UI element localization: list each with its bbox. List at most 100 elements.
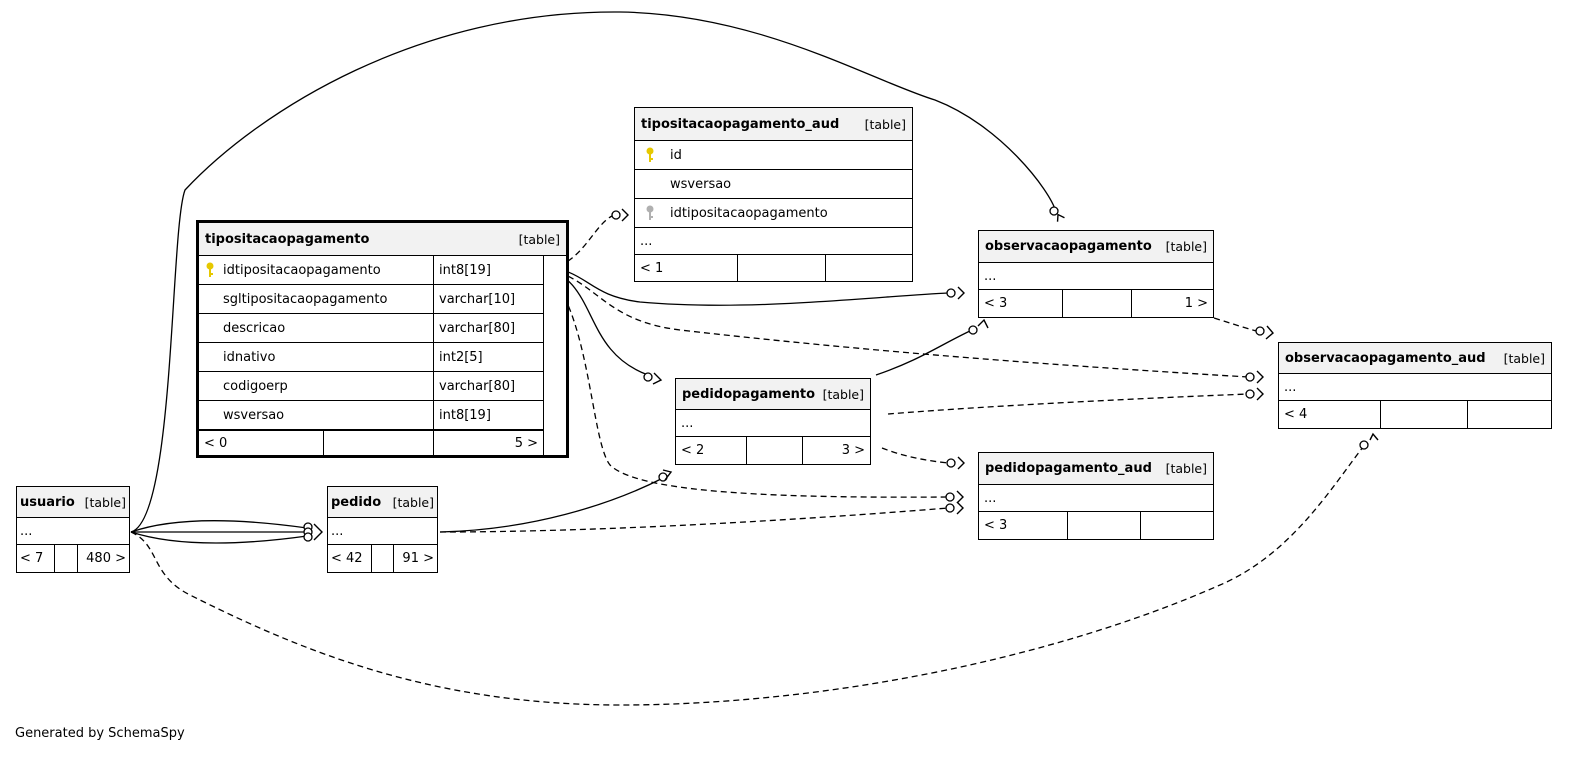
table-name: observacaopagamento_aud <box>1285 350 1486 366</box>
more-columns: ... <box>640 233 653 249</box>
column-row: wsversao int8[19] <box>199 401 543 430</box>
footer-spacer <box>1380 401 1467 428</box>
table-margin <box>543 256 566 455</box>
more-columns: ... <box>984 490 997 506</box>
table-type-label: [table] <box>84 494 126 510</box>
column-type: int2[5] <box>433 343 543 371</box>
table-footer: < 4 <box>1279 401 1551 428</box>
edge-pedidopag-pedidoaud <box>881 447 949 464</box>
parents-count[interactable]: < 3 <box>984 296 1008 311</box>
parents-count[interactable]: < 42 <box>331 551 363 566</box>
table-name: usuario <box>20 494 75 510</box>
edge-tipo-pedidoaud <box>539 265 949 498</box>
table-name: pedidopagamento_aud <box>985 461 1152 476</box>
parents-count[interactable]: < 1 <box>640 260 664 276</box>
more-columns: ... <box>20 523 33 539</box>
table-footer: < 2 3 > <box>676 437 870 464</box>
table-tipositacaopagamento[interactable]: tipositacaopagamento [table] idtipositac… <box>196 220 569 458</box>
more-columns-row: ... <box>635 228 912 255</box>
more-columns-row: ... <box>979 263 1213 290</box>
column-name: descricao <box>223 320 286 336</box>
footer-spacer <box>54 545 77 572</box>
table-type-label: [table] <box>518 231 560 247</box>
more-columns-row: ... <box>676 410 870 437</box>
table-observacaopagamento[interactable]: observacaopagamento [table] ... < 3 1 > <box>978 230 1214 318</box>
edge-pedido-pedidoaud <box>439 507 949 533</box>
table-header: tipositacaopagamento [table] <box>199 223 566 256</box>
edge-tipo-observacaoaud <box>539 265 1249 378</box>
column-row: wsversao <box>635 170 912 199</box>
table-name: tipositacaopagamento <box>205 231 370 247</box>
table-type-label: [table] <box>392 494 434 510</box>
parents-count[interactable]: < 2 <box>681 443 705 458</box>
table-footer: < 3 <box>979 512 1213 539</box>
column-row: sgltipositacaopagamento varchar[10] <box>199 285 543 314</box>
children-count[interactable]: 5 > <box>433 431 543 455</box>
column-name: idtipositacaopagamento <box>670 205 828 221</box>
footer-spacer <box>1062 290 1131 317</box>
primary-key-icon <box>199 256 221 284</box>
table-footer: < 7 480 > <box>17 545 129 572</box>
more-columns-row: ... <box>979 485 1213 512</box>
edge-pedido-pedidopagamento <box>439 477 664 533</box>
table-header: pedido [table] <box>328 487 437 518</box>
footer-spacer <box>323 431 433 455</box>
children-count[interactable] <box>1467 401 1551 428</box>
table-name: pedidopagamento <box>682 386 816 402</box>
children-count[interactable]: 91 > <box>393 545 437 572</box>
footer-spacer <box>737 255 825 281</box>
column-name: wsversao <box>670 176 732 192</box>
edge-pedidopag-observacaoaud <box>887 393 1249 415</box>
table-pedidopagamento[interactable]: pedidopagamento [table] ... < 2 3 > <box>675 378 871 465</box>
primary-key-icon <box>635 141 665 169</box>
more-columns: ... <box>331 523 344 539</box>
column-row: idtipositacaopagamento int8[19] <box>199 256 543 285</box>
parents-count[interactable]: < 3 <box>984 518 1008 533</box>
column-row: descricao varchar[80] <box>199 314 543 343</box>
children-count[interactable]: 3 > <box>802 437 870 464</box>
table-usuario[interactable]: usuario [table] ... < 7 480 > <box>16 486 130 573</box>
table-type-label: [table] <box>822 386 864 402</box>
table-header: observacaopagamento_aud [table] <box>1279 343 1551 374</box>
more-columns: ... <box>681 415 694 431</box>
column-row: idtipositacaopagamento <box>635 199 912 228</box>
column-type: varchar[10] <box>433 285 543 313</box>
edge-pedidopag-observacao <box>875 329 973 376</box>
more-columns-row: ... <box>328 518 437 545</box>
column-type: int8[19] <box>433 256 543 284</box>
table-type-label: [table] <box>864 116 906 132</box>
table-footer: < 0 5 > <box>199 430 543 455</box>
column-name: idtipositacaopagamento <box>223 262 381 278</box>
edge-tipo-observacao <box>539 265 949 306</box>
children-count[interactable] <box>1140 512 1213 539</box>
table-observacaopagamento-aud[interactable]: observacaopagamento_aud [table] ... < 4 <box>1278 342 1552 429</box>
footer-spacer <box>1067 512 1140 539</box>
column-type: varchar[80] <box>433 314 543 342</box>
table-pedido[interactable]: pedido [table] ... < 42 91 > <box>327 486 438 573</box>
table-type-label: [table] <box>1503 350 1545 366</box>
children-count[interactable]: 480 > <box>77 545 129 572</box>
children-count[interactable]: 1 > <box>1131 290 1213 317</box>
footer-spacer <box>746 437 802 464</box>
column-row: codigoerp varchar[80] <box>199 372 543 401</box>
column-name: id <box>670 147 682 163</box>
column-type: int8[19] <box>433 401 543 429</box>
parents-count[interactable]: < 0 <box>204 435 228 451</box>
table-header: usuario [table] <box>17 487 129 518</box>
table-tipositacaopagamento-aud[interactable]: tipositacaopagamento_aud [table] id wsve… <box>634 107 913 282</box>
foreign-key-icon <box>635 199 665 227</box>
children-count[interactable] <box>825 255 912 281</box>
table-header: tipositacaopagamento_aud [table] <box>635 108 912 141</box>
parents-count[interactable]: < 4 <box>1284 407 1308 422</box>
more-columns-row: ... <box>17 518 129 545</box>
edge-usuario-pedido-1 <box>130 519 308 533</box>
column-name: codigoerp <box>223 378 288 394</box>
column-name: sgltipositacaopagamento <box>223 291 388 307</box>
more-columns-row: ... <box>1279 374 1551 401</box>
edge-usuario-observacaopagamento <box>130 11 1057 533</box>
parents-count[interactable]: < 7 <box>20 551 44 566</box>
table-pedidopagamento-aud[interactable]: pedidopagamento_aud [table] ... < 3 <box>978 452 1214 540</box>
edge-observacao-observacaoaud <box>1213 317 1261 333</box>
more-columns: ... <box>1284 379 1297 395</box>
column-list: idtipositacaopagamento int8[19] sgltipos… <box>199 256 543 455</box>
